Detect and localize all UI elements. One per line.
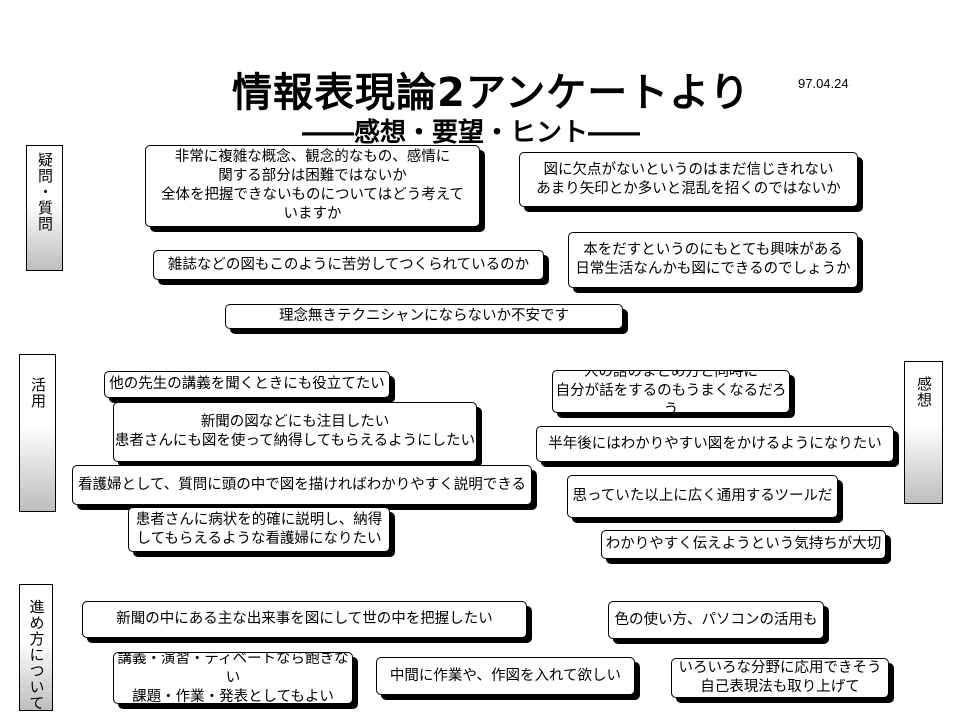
- category-questions-label: 疑問・質問: [36, 152, 54, 232]
- category-impressions-label: 感想: [915, 376, 933, 408]
- page-title: 情報表現論2アンケートより: [232, 70, 751, 116]
- note-magazine-figures: 雑誌などの図もこのように苦労してつくられているのか: [153, 250, 544, 280]
- note-apply-fields: いろいろな分野に応用できそう 自己表現法も取り上げて: [671, 658, 889, 698]
- note-convey-clearly: わかりやすく伝えようという気持ちが大切: [601, 530, 886, 559]
- category-usage: 活用: [19, 354, 56, 512]
- page-subtitle: ――感想・要望・ヒント――: [302, 118, 641, 148]
- note-technician-worry: 理念無きテクニシャンにならないか不安です: [225, 304, 623, 329]
- note-newspaper-figures: 新聞の図などにも注目したい 患者さんにも図を使って納得してもらえるようにしたい: [113, 402, 477, 462]
- category-method: 進め方について: [19, 584, 53, 711]
- category-method-label: 進め方について: [27, 599, 46, 711]
- note-half-year: 半年後にはわかりやすい図をかけるようになりたい: [536, 426, 894, 462]
- category-questions: 疑問・質問: [26, 145, 63, 271]
- category-impressions: 感想: [904, 361, 943, 504]
- date-label: 97.04.24: [798, 76, 849, 91]
- note-summarize-talk: 人の話のまとめ方と同時に 自分が話をするのもうまくなるだろう: [552, 370, 790, 413]
- note-complex-concepts: 非常に複雑な概念、観念的なもの、感情に 関する部分は困難ではないか 全体を把握で…: [145, 145, 480, 227]
- note-midway-work: 中間に作業や、作図を入れて欲しい: [376, 657, 635, 695]
- note-book-interest: 本をだすというのにもとても興味がある 日常生活なんかも図にできるのでしょうか: [568, 232, 858, 288]
- note-newspaper-events: 新聞の中にある主な出来事を図にして世の中を把握したい: [82, 601, 527, 638]
- note-nurse-goal: 患者さんに病状を的確に説明し、納得 してもらえるような看護婦になりたい: [128, 507, 390, 552]
- note-other-lectures: 他の先生の講義を聞くときにも役立てたい: [104, 371, 390, 398]
- note-colors-pc: 色の使い方、パソコンの活用も: [608, 601, 824, 639]
- note-no-flaws-doubt: 図に欠点がないというのはまだ信じきれない あまり矢印とか多いと混乱を招くのではな…: [519, 152, 858, 207]
- note-widely-usable-tool: 思っていた以上に広く通用するツールだ: [567, 475, 838, 518]
- category-usage-label: 活用: [29, 377, 47, 409]
- note-nurse-explain: 看護婦として、質問に頭の中で図を描ければわかりやすく説明できる: [72, 465, 532, 505]
- note-lecture-formats: 講義・演習・ディベートなら飽きない 課題・作業・発表としてもよい: [113, 652, 353, 704]
